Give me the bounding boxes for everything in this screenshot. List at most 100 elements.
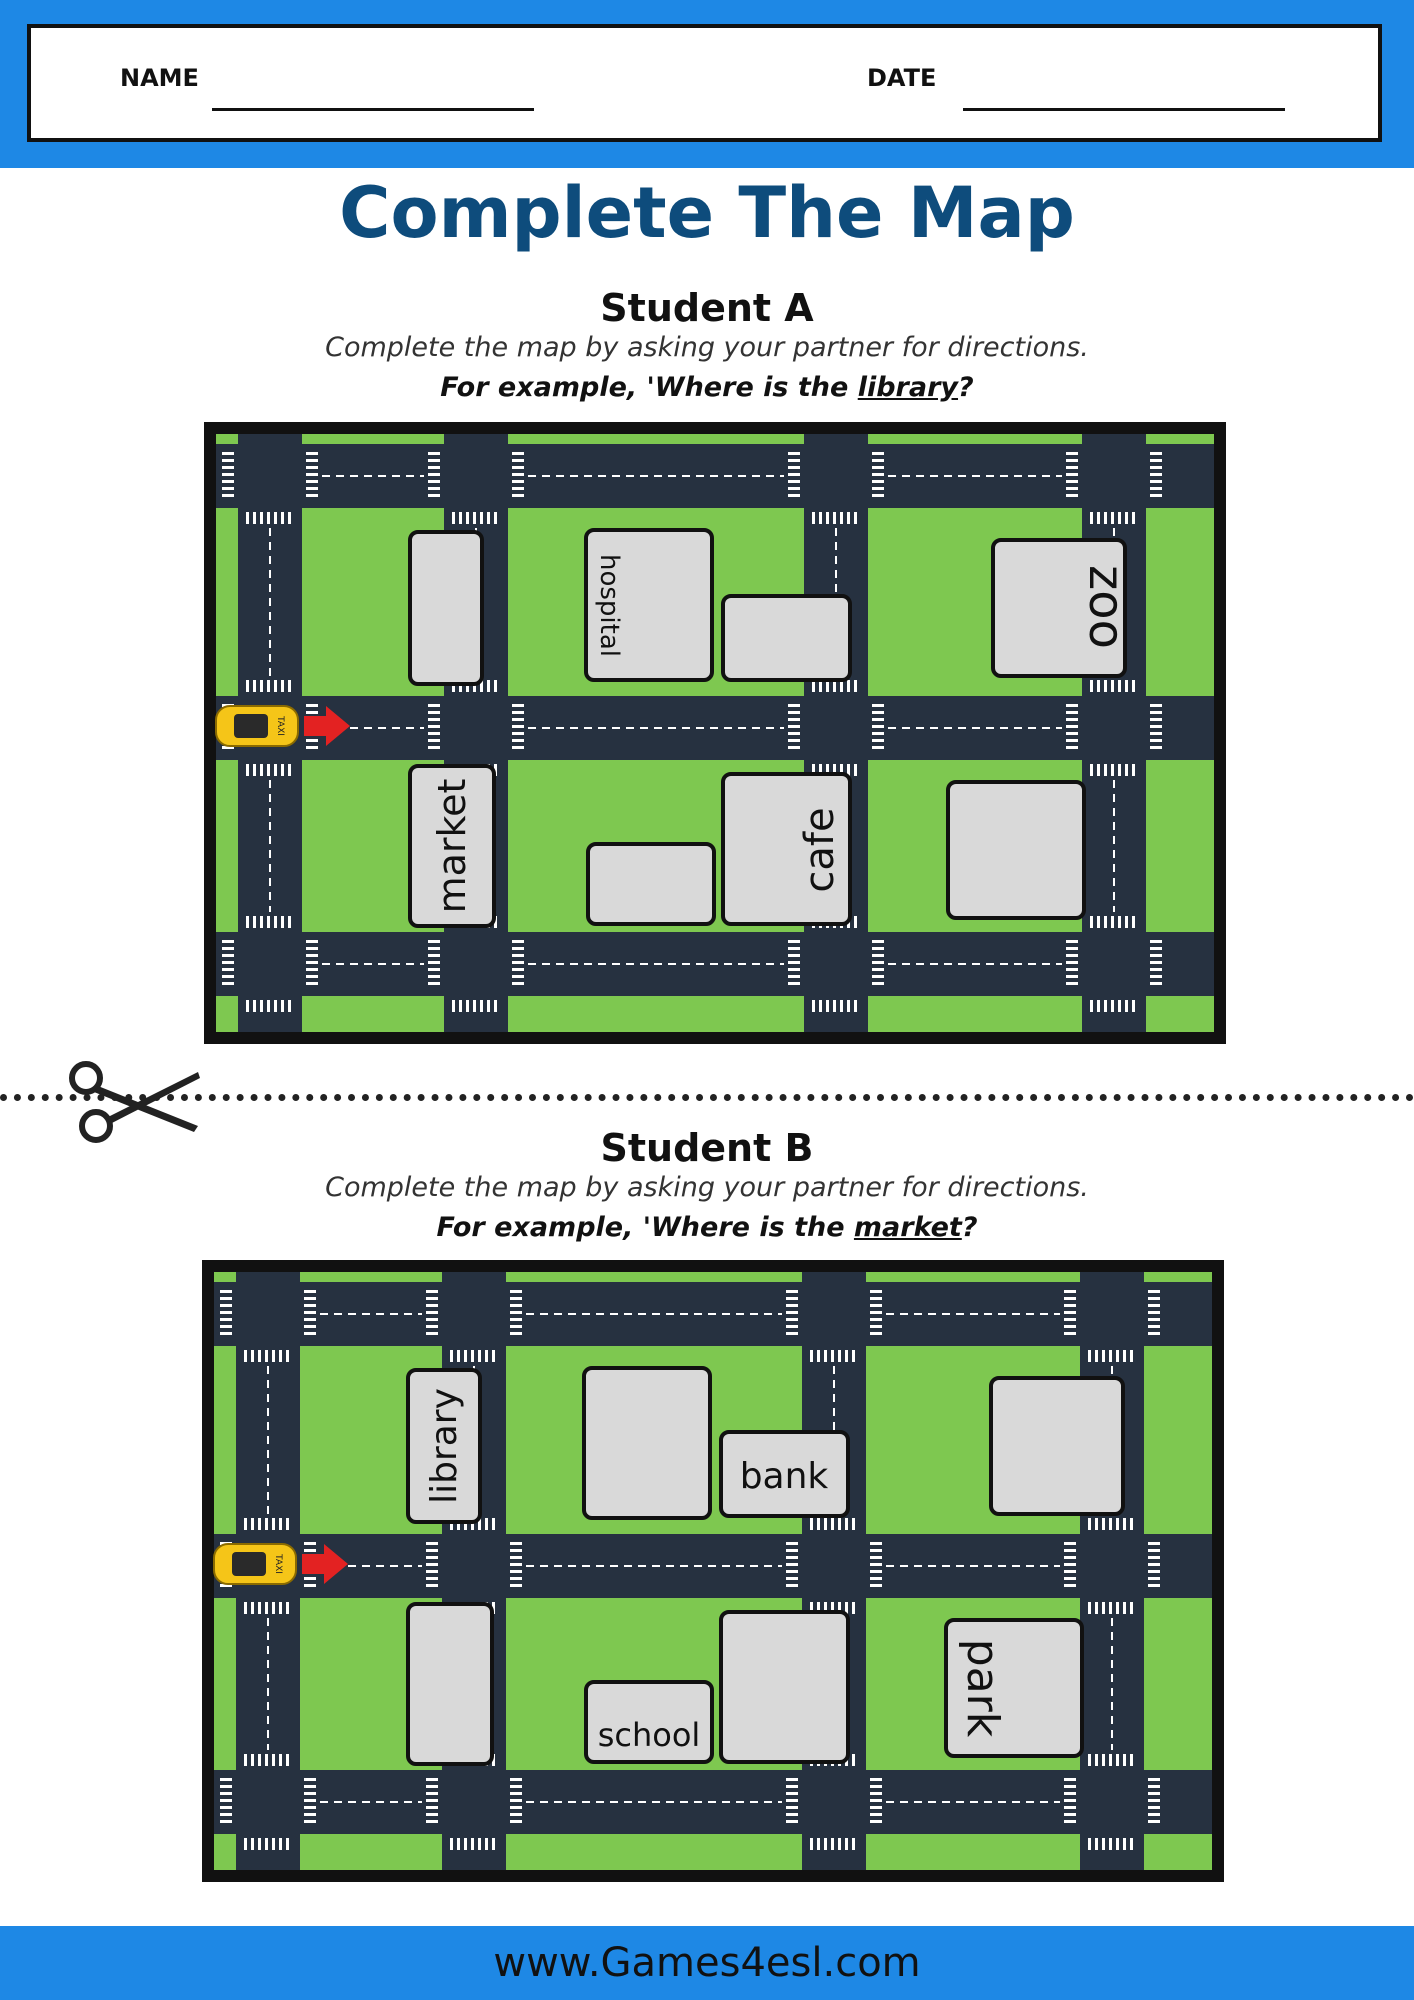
crosswalk-stripe: [1102, 1350, 1105, 1362]
crosswalk-stripe: [788, 982, 800, 985]
crosswalk-stripe: [810, 1602, 813, 1614]
crosswalk-stripe: [870, 1820, 882, 1823]
crosswalk-stripe: [1066, 947, 1078, 950]
crosswalk-stripe: [480, 680, 483, 692]
crosswalk-stripe: [838, 1602, 841, 1614]
crosswalk-stripe: [1148, 1813, 1160, 1816]
crosswalk-stripe: [494, 512, 497, 524]
crosswalk-stripe: [1097, 680, 1100, 692]
crosswalk-stripe: [473, 1000, 476, 1012]
crosswalk-stripe: [512, 725, 524, 728]
crosswalk-stripe: [1148, 1792, 1160, 1795]
building-blank: [586, 842, 716, 926]
crosswalk-stripe: [258, 1518, 261, 1530]
crosswalk-stripe: [1109, 1350, 1112, 1362]
crosswalk-stripe: [304, 1318, 316, 1321]
name-line[interactable]: [212, 108, 534, 111]
crosswalk-stripe: [833, 1000, 836, 1012]
crosswalk-stripe: [512, 718, 524, 721]
crosswalk-stripe: [1066, 452, 1078, 455]
crosswalk-stripe: [304, 1332, 316, 1335]
taxi-window: [232, 1552, 266, 1576]
crosswalk-stripe: [220, 1311, 232, 1314]
crosswalk-stripe: [492, 1518, 495, 1530]
crosswalk-stripe: [1064, 1542, 1076, 1545]
crosswalk-stripe: [306, 473, 318, 476]
crosswalk-stripe: [457, 1350, 460, 1362]
crosswalk-stripe: [1111, 1000, 1114, 1012]
crosswalk-stripe: [220, 1813, 232, 1816]
date-line[interactable]: [963, 108, 1285, 111]
crosswalk-stripe: [279, 1754, 282, 1766]
crosswalk-stripe: [304, 1792, 316, 1795]
crosswalk-stripe: [833, 680, 836, 692]
crosswalk-stripe: [428, 459, 440, 462]
crosswalk-stripe: [306, 954, 318, 957]
crosswalk-stripe: [512, 487, 524, 490]
crosswalk-stripe: [244, 1754, 247, 1766]
building-cafe: [721, 772, 852, 926]
crosswalk-stripe: [1150, 466, 1162, 469]
crosswalk-stripe: [812, 764, 815, 776]
crosswalk-stripe: [428, 961, 440, 964]
crosswalk-stripe: [426, 1325, 438, 1328]
crosswalk-stripe: [1064, 1332, 1076, 1335]
cafe-label: cafe: [797, 807, 843, 892]
crosswalk-stripe: [426, 1556, 438, 1559]
crosswalk-stripe: [274, 916, 277, 928]
crosswalk-stripe: [220, 1799, 232, 1802]
crosswalk-stripe: [304, 1813, 316, 1816]
crosswalk-stripe: [788, 975, 800, 978]
crosswalk-stripe: [1064, 1820, 1076, 1823]
crosswalk-stripe: [1095, 1518, 1098, 1530]
student-b-instruction: Complete the map by asking your partner …: [325, 1172, 1089, 1203]
student-b-heading: Student B: [600, 1126, 814, 1170]
crosswalk-stripe: [1118, 680, 1121, 692]
map-base: [202, 1260, 1224, 1882]
crosswalk-stripe: [459, 512, 462, 524]
crosswalk-stripe: [220, 1806, 232, 1809]
crosswalk-stripe: [870, 1813, 882, 1816]
taxi-start: TAXI: [213, 1543, 348, 1585]
crosswalk-stripe: [510, 1304, 522, 1307]
bank-label: bank: [740, 1456, 829, 1497]
crosswalk-stripe: [304, 1542, 316, 1545]
arrow-right-icon: [302, 1544, 348, 1584]
crosswalk-stripe: [450, 1838, 453, 1850]
crosswalk-stripe: [1150, 725, 1162, 728]
crosswalk-stripe: [288, 764, 291, 776]
crosswalk-stripe: [852, 1838, 855, 1850]
crosswalk-stripe: [854, 764, 857, 776]
crosswalk-stripe: [1088, 1838, 1091, 1850]
crosswalk-stripe: [1090, 680, 1093, 692]
example-word: market: [853, 1212, 962, 1243]
crosswalk-stripe: [1066, 968, 1078, 971]
crosswalk-stripe: [1150, 711, 1162, 714]
crosswalk-stripe: [872, 459, 884, 462]
crosswalk-stripe: [788, 732, 800, 735]
footer-url[interactable]: www.Games4esl.com: [493, 1940, 921, 1986]
crosswalk-stripe: [220, 1325, 232, 1328]
crosswalk-stripe: [428, 947, 440, 950]
crosswalk-stripe: [306, 711, 318, 714]
date-label: DATE: [867, 64, 937, 92]
crosswalk-stripe: [510, 1820, 522, 1823]
crosswalk-stripe: [288, 512, 291, 524]
crosswalk-stripe: [428, 982, 440, 985]
crosswalk-stripe: [286, 1602, 289, 1614]
crosswalk-stripe: [1066, 739, 1078, 742]
crosswalk-stripe: [1148, 1799, 1160, 1802]
crosswalk-stripe: [279, 1602, 282, 1614]
crosswalk-stripe: [220, 1778, 232, 1781]
crosswalk-stripe: [819, 1000, 822, 1012]
crosswalk-stripe: [1148, 1542, 1160, 1545]
crosswalk-stripe: [267, 680, 270, 692]
crosswalk-stripe: [826, 1000, 829, 1012]
crosswalk-stripe: [281, 512, 284, 524]
crosswalk-stripe: [786, 1792, 798, 1795]
crosswalk-stripe: [854, 512, 857, 524]
crosswalk-stripe: [306, 494, 318, 497]
crosswalk-stripe: [485, 1518, 488, 1530]
crosswalk-stripe: [281, 764, 284, 776]
crosswalk-stripe: [786, 1577, 798, 1580]
